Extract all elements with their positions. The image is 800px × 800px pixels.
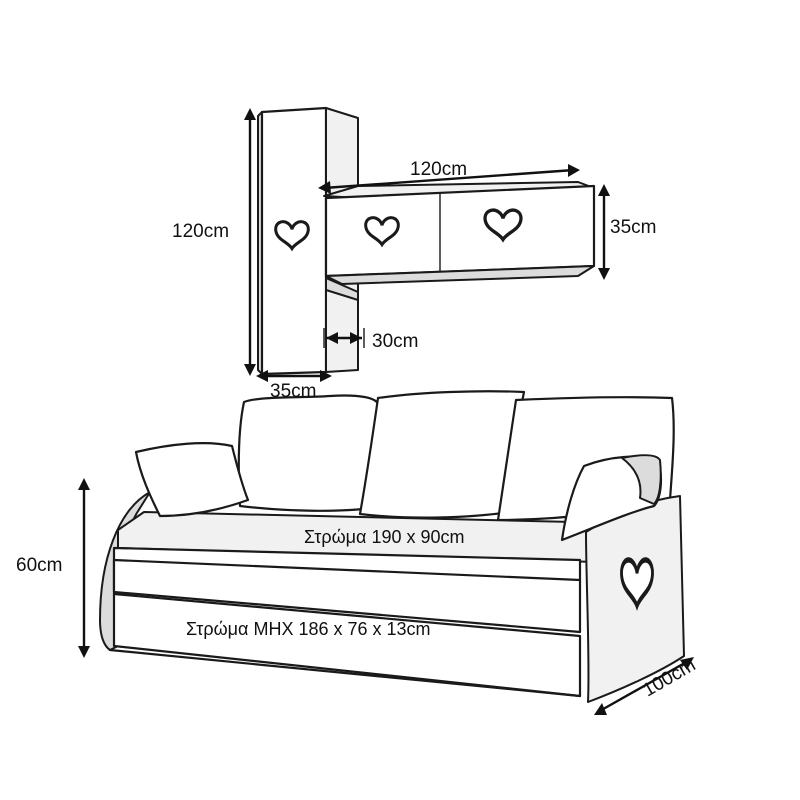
arrow-icon [598, 184, 610, 196]
label-shelf-depth: 30cm [372, 331, 419, 352]
arrow-icon [680, 657, 694, 670]
dim-line-sofa-depth [597, 658, 691, 714]
back-cushion-middle [358, 390, 526, 519]
wall-shelf-bottom [325, 265, 595, 285]
arrow-icon [326, 332, 338, 344]
arrow-icon [256, 370, 268, 382]
dimension-lines [78, 108, 694, 715]
back-cushion-left [237, 394, 380, 512]
label-trundle-mattress: Στρώμα ΜΗΧ 186 x 76 x 13cm [186, 619, 431, 639]
trundle-bottom-edge [108, 648, 582, 698]
arrow-icon [350, 332, 362, 344]
arrow-icon [320, 370, 332, 382]
throw-pillow-right-back [621, 454, 662, 505]
throw-pillow-left [134, 442, 250, 518]
arrow-icon [78, 646, 90, 658]
dim-line-shelf-width [323, 168, 575, 190]
label-shelf-height: 35cm [610, 217, 657, 238]
arrow-icon [568, 164, 580, 177]
arrow-icon [598, 268, 610, 280]
wall-shelf-support [325, 277, 359, 301]
label-cabinet-width: 35cm [270, 381, 317, 402]
arrow-icon [318, 181, 331, 194]
arrow-icon [78, 478, 90, 490]
seat-rail [112, 558, 582, 634]
label-cabinet-height: 120cm [172, 221, 230, 242]
sofa-bed [99, 390, 685, 703]
wall-shelf [323, 181, 596, 301]
arrow-icon [594, 703, 607, 715]
arrow-icon [244, 108, 256, 120]
arrow-icon [244, 364, 256, 376]
label-main-mattress: Στρώμα 190 x 90cm [304, 527, 465, 547]
label-sofa-height: 60cm [16, 555, 63, 576]
label-shelf-width: 120cm [410, 159, 468, 180]
